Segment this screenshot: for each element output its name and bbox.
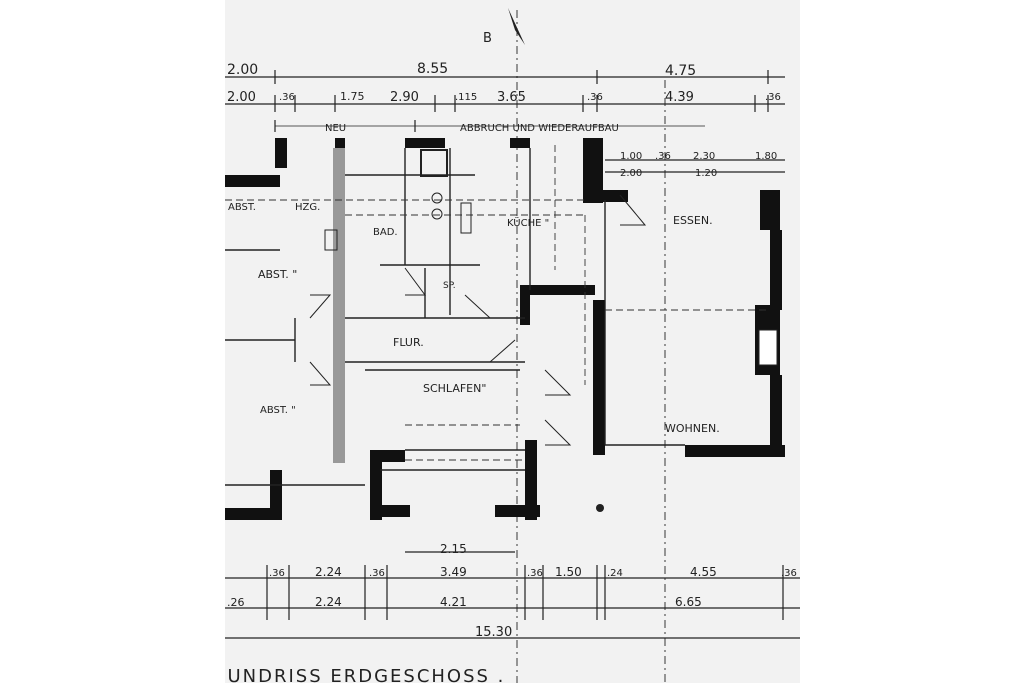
dim-top-2-3: 2.90 xyxy=(390,90,419,105)
dim-bottom-1-5: 1.50 xyxy=(555,565,582,579)
dim-top-2-5: 3.65 xyxy=(497,90,526,105)
dim-top-2-8: .36 xyxy=(765,92,781,103)
dim-total: 15.30 xyxy=(475,625,512,640)
room-hzg: HZG. xyxy=(295,202,320,213)
dim-bottom-1-8: .36 xyxy=(781,568,797,579)
dim-bottom-2-1: 2.24 xyxy=(315,595,342,609)
room-abst-2: ABST. " xyxy=(258,268,297,281)
dim-bottom-1-4: .36 xyxy=(527,568,543,579)
room-flur: FLUR. xyxy=(393,336,424,349)
room-kueche: KÜCHE " xyxy=(507,216,549,229)
room-schlafen: SCHLAFEN" xyxy=(423,382,486,395)
dim-top-2-0: 2.00 xyxy=(227,90,256,105)
dim-top-1-b: 8.55 xyxy=(417,61,448,77)
dim-top-2-1: .36 xyxy=(279,92,295,103)
dim-right-1-0: 1.00 xyxy=(620,151,642,162)
dim-bottom-1-3: 3.49 xyxy=(440,565,467,579)
walls xyxy=(225,138,785,520)
room-wohnen: WOHNEN. xyxy=(665,422,720,435)
dim-bottom-1-0: .36 xyxy=(269,568,285,579)
dim-right-2-1: 1.20 xyxy=(695,168,717,179)
dimension-lines xyxy=(225,10,800,683)
fixtures xyxy=(324,149,778,512)
room-sp: SP. xyxy=(443,281,456,291)
room-essen: ESSEN. xyxy=(673,214,713,227)
dim-top-1-c: 4.75 xyxy=(665,63,696,79)
dim-bottom-1-7: 4.55 xyxy=(690,565,717,579)
room-bad: BAD. xyxy=(373,227,398,238)
room-abst-3: ABST. " xyxy=(260,405,296,416)
dim-top-2-4: .115 xyxy=(455,92,477,103)
door-swings xyxy=(309,194,647,446)
dim-window-width: 2.15 xyxy=(440,542,467,556)
dim-bottom-2-2: 4.21 xyxy=(440,595,467,609)
thin-walls xyxy=(225,148,685,486)
floor-plan-sheet: B 2.00 8.55 4.75 2.00 .36 1.75 2.90 .115… xyxy=(225,0,800,683)
dim-right-1-1: .36 xyxy=(655,151,671,162)
dim-right-2-0: 2.00 xyxy=(620,168,642,179)
section-label-rebuild: ABBRUCH UND WIEDERAUFBAU xyxy=(460,123,619,134)
dashed-lines xyxy=(225,145,770,461)
dim-top-2-7: 4.39 xyxy=(665,90,694,105)
north-arrow-icon xyxy=(508,8,525,45)
dim-bottom-2-3: 6.65 xyxy=(675,595,702,609)
dim-right-1-3: 1.80 xyxy=(755,151,777,162)
section-label-new: NEU xyxy=(325,123,346,134)
dim-bottom-1-2: .36 xyxy=(369,568,385,579)
dim-top-2-6: .36 xyxy=(587,92,603,103)
plan-title: GRUNDRISS ERDGESCHOSS . xyxy=(225,666,505,683)
floor-plan-drawing: B 2.00 8.55 4.75 2.00 .36 1.75 2.90 .115… xyxy=(225,8,800,683)
dim-top-2-2: 1.75 xyxy=(340,90,365,103)
north-label: B xyxy=(483,31,492,46)
dim-bottom-1-6: .24 xyxy=(607,568,623,579)
dim-bottom-1-1: 2.24 xyxy=(315,565,342,579)
room-abst-1: ABST. xyxy=(228,202,256,213)
dim-top-1-a: 2.00 xyxy=(227,62,258,78)
dim-bottom-2-0: .26 xyxy=(227,596,245,609)
dim-right-1-2: 2.30 xyxy=(693,151,715,162)
